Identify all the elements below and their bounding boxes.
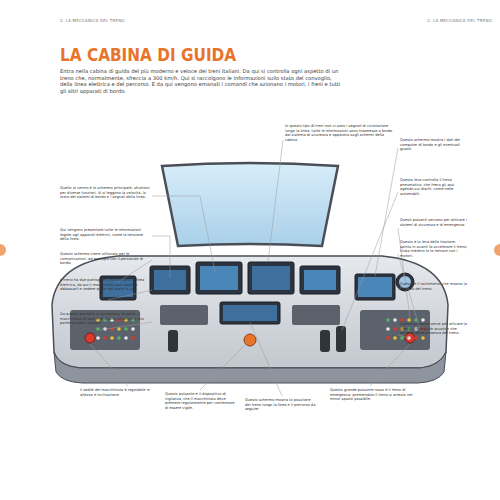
callout-text: Questo pulsante è il dispositivo di vigi… bbox=[165, 392, 237, 410]
button-dots bbox=[96, 318, 425, 340]
nav-dot bbox=[494, 244, 500, 256]
leader-lines bbox=[90, 140, 420, 396]
callout-text: Questi pulsanti servono per attivare i s… bbox=[400, 218, 468, 227]
callout-text: Il sedile del macchinista è regolabile i… bbox=[80, 388, 160, 397]
console-front bbox=[54, 352, 446, 383]
callout-text: Questa leva controlla il freno pneumatic… bbox=[400, 178, 468, 196]
callout-text: Quello al centro è lo schermo principale… bbox=[60, 186, 150, 200]
callout-text: Questo schermo mostra i dati del compute… bbox=[400, 138, 468, 152]
nav-dot bbox=[0, 244, 6, 256]
console bbox=[52, 256, 448, 368]
callout-text: Questo schermo viene utilizzato per le c… bbox=[60, 252, 150, 266]
callout-text: Il treno ha due pantografi, che toccano … bbox=[60, 278, 150, 292]
callout-text: In questo tipo di treni non ci sono i se… bbox=[285, 124, 393, 142]
callout-text: Qui vengono presentate tutte le informaz… bbox=[60, 228, 150, 242]
running-header: 2. LA MECCANICA DEL TRENO bbox=[427, 18, 492, 23]
windshield bbox=[162, 163, 338, 246]
callout-text: Questo è il tachimetro, che mostra la ve… bbox=[400, 282, 468, 291]
callout-text: Questo pulsante serve per attivare la si… bbox=[400, 322, 468, 336]
callout-text: Questa è la leva della trazione: spinta … bbox=[400, 240, 468, 258]
callout-text: Questo schermo mostra la posizione del t… bbox=[245, 398, 317, 412]
callout-text: Questo grande pulsante rosso è il freno … bbox=[330, 388, 420, 402]
intro-text: Entra nella cabina di guida del più mode… bbox=[60, 68, 345, 94]
page-title: LA CABINA DI GUIDA bbox=[60, 46, 360, 64]
callout-text: Da questo pannello si controllano le por… bbox=[60, 312, 150, 326]
running-header: 2. LA MECCANICA DEL TRENO bbox=[60, 18, 125, 23]
